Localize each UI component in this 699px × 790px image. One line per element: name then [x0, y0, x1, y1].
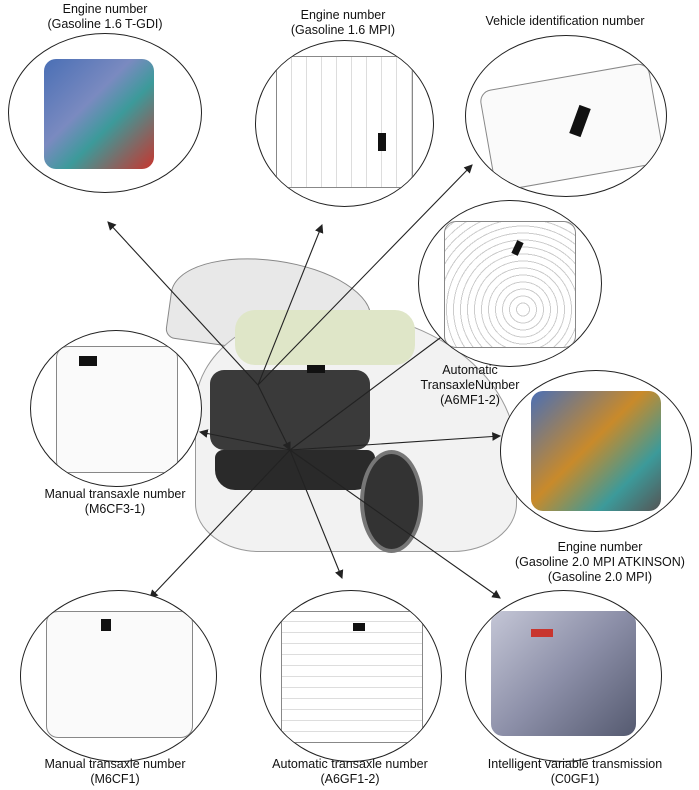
atkinson-engine-image	[531, 391, 661, 511]
label-line: Manual transaxle number	[44, 487, 186, 501]
label-line: Engine number	[62, 2, 148, 16]
vin-circle	[465, 35, 667, 197]
m6cf3-transaxle-image	[56, 346, 178, 473]
label-mpi: Engine number(Gasoline 1.6 MPI)	[243, 8, 443, 38]
label-line: (M6CF3-1)	[84, 502, 146, 516]
label-m6cf3: Manual transaxle number(M6CF3-1)	[15, 487, 215, 517]
label-line: Manual transaxle number	[44, 757, 186, 771]
vin-tag-mark	[307, 365, 325, 373]
mpi-engine-circle	[255, 40, 434, 207]
label-line: (Gasoline 1.6 T-GDI)	[47, 17, 163, 31]
label-line: Automatic transaxle number	[272, 757, 428, 771]
a6mf-transaxle-circle	[418, 200, 602, 367]
label-line: Vehicle identification number	[485, 14, 645, 28]
label-line: (A6MF1-2)	[440, 393, 500, 407]
arrow-to-atk	[289, 432, 502, 451]
transaxle-number-mark	[101, 619, 111, 631]
arrow-to-m6cf3	[198, 429, 291, 451]
label-line: (A6GF1-2)	[320, 772, 380, 786]
label-line: Engine number	[557, 540, 643, 554]
m6cf1-transaxle-image	[46, 611, 193, 738]
arrow-to-a6mf	[289, 331, 449, 451]
a6mf-transaxle-image	[444, 221, 576, 348]
label-line: (M6CF1)	[90, 772, 140, 786]
m6cf3-transaxle-circle	[30, 330, 202, 487]
ivt-circle	[465, 590, 662, 762]
arrow-to-a6gf	[289, 449, 344, 580]
label-gdi: Engine number(Gasoline 1.6 T-GDI)	[0, 2, 210, 32]
car-windshield	[235, 310, 415, 365]
label-line: Intelligent variable transmission	[487, 757, 663, 771]
label-line: (Gasoline 2.0 MPI ATKINSON)	[515, 555, 685, 569]
label-ivt: Intelligent variable transmission(C0GF1)	[465, 757, 685, 787]
label-line: TransaxleNumber	[420, 378, 520, 392]
label-line: (C0GF1)	[550, 772, 600, 786]
label-line: (Gasoline 1.6 MPI)	[290, 23, 396, 37]
transaxle-number-mark	[79, 356, 97, 366]
arrow-to-gdi	[107, 221, 259, 386]
arrow-to-mpi	[257, 223, 324, 386]
a6gf-transaxle-circle	[260, 590, 442, 762]
arrow-to-m6cf1	[149, 449, 291, 599]
a6gf-transaxle-image	[281, 611, 423, 743]
gdi-engine-image	[44, 59, 154, 169]
arrow-to-ivt	[289, 449, 501, 599]
label-m6cf1: Manual transaxle number(M6CF1)	[15, 757, 215, 787]
label-line: Engine number	[300, 8, 386, 22]
label-vin: Vehicle identification number	[460, 14, 670, 29]
label-line: (Gasoline 2.0 MPI)	[547, 570, 653, 584]
ivt-number-mark	[531, 629, 553, 637]
atkinson-engine-circle	[500, 370, 692, 532]
car-bumper	[215, 450, 375, 490]
arrow-to-vin	[257, 164, 473, 386]
label-atkinson: Engine number(Gasoline 2.0 MPI ATKINSON)…	[510, 540, 690, 585]
m6cf1-transaxle-circle	[20, 590, 217, 762]
label-line: Automatic	[442, 363, 498, 377]
label-a6gf: Automatic transaxle number(A6GF1-2)	[245, 757, 455, 787]
transaxle-number-mark	[353, 623, 365, 631]
arrow-junction	[257, 384, 291, 451]
gdi-engine-circle	[8, 33, 202, 193]
engine-number-mark	[378, 133, 386, 151]
mpi-engine-image	[276, 56, 413, 188]
ivt-image	[491, 611, 636, 736]
